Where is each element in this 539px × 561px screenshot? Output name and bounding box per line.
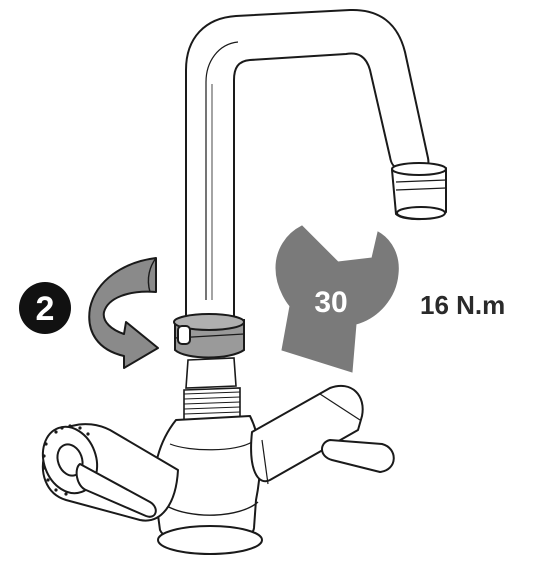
faucet-spout [185,8,447,321]
rotate-clockwise-arrow-icon [88,257,159,369]
open-end-wrench-icon: 30 [275,225,399,373]
torque-label: 16 N.m [420,290,505,320]
wrench-size-label: 30 [314,286,347,319]
step-number: 2 [36,290,55,328]
faucet-body [153,415,263,555]
left-lever-handle [41,423,179,522]
step-number-badge-icon: 2 [19,282,71,334]
spout-nut-ring [173,313,245,359]
right-lever-handle [250,385,395,485]
threaded-stem [183,357,241,421]
